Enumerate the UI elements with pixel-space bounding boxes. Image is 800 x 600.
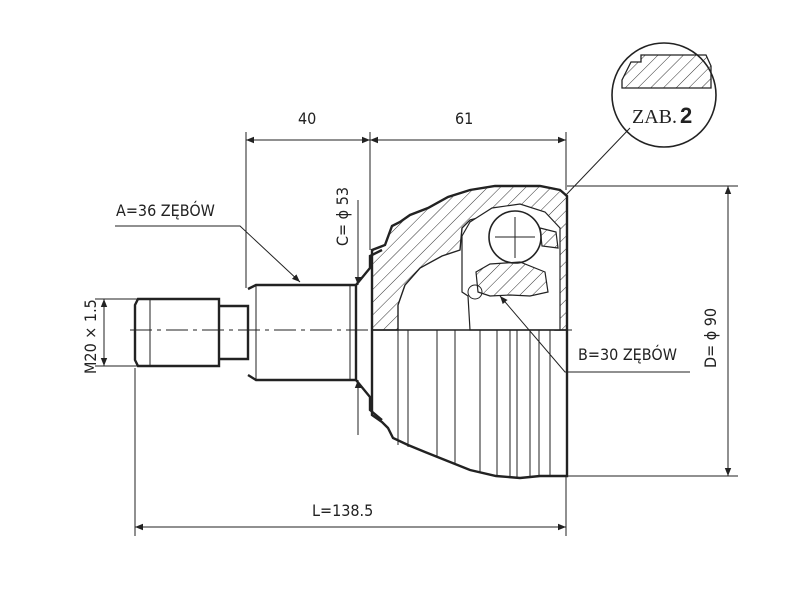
zab-number: 2 (680, 103, 692, 128)
part-outline (133, 184, 569, 480)
spline-b-label: B=30 ZĘBÓW (578, 345, 677, 364)
dim-thread: M20 × 1.5 (81, 299, 100, 374)
dim-length: L=138.5 (312, 501, 373, 520)
dim-40: 40 (298, 109, 316, 128)
spline-a-label: A=36 ZĘBÓW (116, 201, 215, 220)
dimension-lines (95, 127, 738, 536)
zab-label: ZAB. (632, 106, 677, 128)
dim-61: 61 (455, 109, 473, 128)
shaft-neck (219, 304, 250, 361)
detail-callout: ZAB. 2 (611, 42, 717, 148)
dim-d: D= ϕ 90 (701, 308, 720, 368)
shaft (247, 283, 358, 382)
threaded-end (133, 297, 221, 368)
body-lines (397, 330, 551, 477)
dim-c: C= ϕ 53 (333, 187, 352, 246)
